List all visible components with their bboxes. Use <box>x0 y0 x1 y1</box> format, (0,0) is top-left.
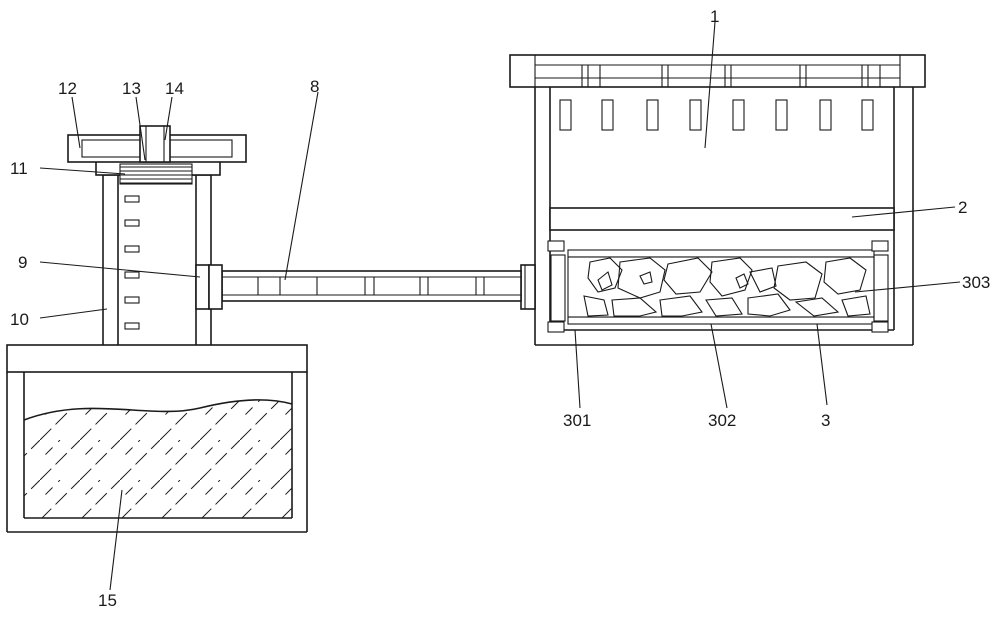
label-3: 3 <box>821 411 830 430</box>
scale-marks <box>124 195 140 330</box>
tank-top-cap <box>509 54 926 88</box>
spring-11 <box>119 163 193 185</box>
label-11: 11 <box>10 159 28 178</box>
label-14: 14 <box>165 79 184 98</box>
left-column <box>67 125 247 345</box>
cap-slots <box>581 65 881 87</box>
filter-assembly <box>547 240 889 333</box>
right-frame <box>873 254 889 322</box>
column-collar <box>195 264 210 310</box>
inlet-slots <box>559 99 874 131</box>
label-2: 2 <box>958 198 967 217</box>
label-301: 301 <box>563 411 591 430</box>
base-tank <box>6 344 308 533</box>
top-filter-mesh <box>567 249 875 258</box>
label-10: 10 <box>10 310 29 329</box>
leader-lines <box>39 21 961 591</box>
part-labels: 1 2 303 301 302 3 8 9 10 11 12 13 14 15 <box>10 7 990 610</box>
label-1: 1 <box>710 7 719 26</box>
main-tank <box>509 54 926 346</box>
connecting-pipe <box>221 270 522 302</box>
label-15: 15 <box>98 591 117 610</box>
label-9: 9 <box>18 253 27 272</box>
label-303: 303 <box>962 273 990 292</box>
label-8: 8 <box>310 77 319 96</box>
water-surface <box>23 399 293 421</box>
label-302: 302 <box>708 411 736 430</box>
stem <box>139 125 171 163</box>
left-frame <box>550 254 566 322</box>
filter-media-box <box>567 256 875 318</box>
label-12: 12 <box>58 79 77 98</box>
pipe-body <box>221 270 522 302</box>
bottom-filter-mesh <box>567 316 875 325</box>
plate-2 <box>549 207 895 231</box>
label-13: 13 <box>122 79 141 98</box>
filter-stones <box>583 257 871 317</box>
base-lid <box>6 344 308 373</box>
tank-pipe-collar <box>520 264 536 310</box>
water-fill <box>24 399 292 518</box>
